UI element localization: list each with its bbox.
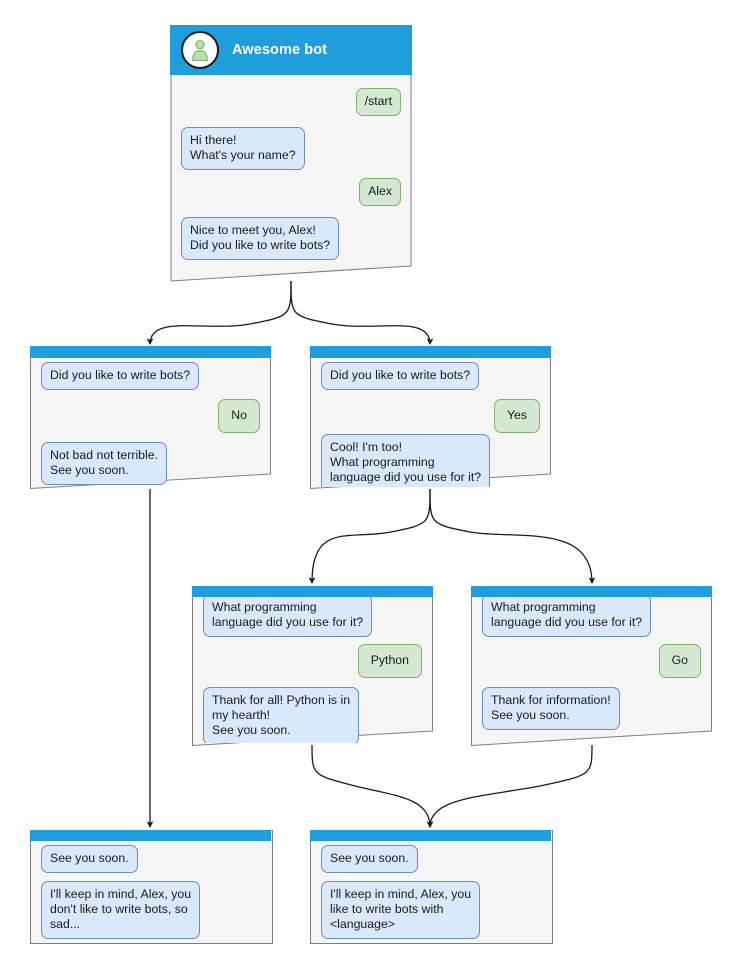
bot-name-label: Awesome bot <box>232 42 328 58</box>
message-bubble-user: No <box>218 399 260 433</box>
edge-go-to-end-happy <box>426 744 593 829</box>
user-avatar-icon <box>181 31 219 69</box>
message-bubble-bot: Cool! I'm too! What programming language… <box>321 434 491 487</box>
message-bubble-user: Yes <box>493 399 540 433</box>
card-root-messages: /start Hi there! What's your name? Alex … <box>170 75 412 282</box>
card-branch-python[interactable]: What programming language did you use fo… <box>192 586 433 746</box>
message-bubble-user: /start <box>355 88 401 116</box>
message-bubble-bot: Thank for all! Python is in my hearth! S… <box>203 687 360 743</box>
edge-root-to-yes <box>290 280 434 346</box>
card-branch-yes-messages: Did you like to write bots? Yes Cool! I'… <box>310 358 551 487</box>
edge-python-to-end-happy <box>311 744 434 829</box>
message-bubble-bot: See you soon. <box>41 845 138 873</box>
message-bubble-bot: Did you like to write bots? <box>41 362 200 390</box>
card-end-happy[interactable]: See you soon. I'll keep in mind, Alex, y… <box>310 830 553 944</box>
card-branch-no-messages: Did you like to write bots? No Not bad n… <box>30 358 271 487</box>
message-bubble-bot: I'll keep in mind, Alex, you don't like … <box>41 881 201 939</box>
card-end-sad[interactable]: See you soon. I'll keep in mind, Alex, y… <box>30 830 273 944</box>
message-bubble-user: Python <box>357 644 422 678</box>
edge-yes-to-python <box>308 488 431 585</box>
message-bubble-user: Go <box>658 644 701 678</box>
card-branch-go-messages: What programming language did you use fo… <box>471 597 712 743</box>
card-branch-yes-header <box>310 346 551 358</box>
card-branch-no[interactable]: Did you like to write bots? No Not bad n… <box>30 346 271 489</box>
card-branch-go[interactable]: What programming language did you use fo… <box>471 586 712 746</box>
card-branch-python-messages: What programming language did you use fo… <box>192 597 433 743</box>
message-bubble-bot: Hi there! What's your name? <box>181 127 305 170</box>
message-bubble-bot: Not bad not terrible. See you soon. <box>41 442 168 485</box>
card-end-happy-messages: See you soon. I'll keep in mind, Alex, y… <box>310 841 551 939</box>
card-branch-go-header <box>471 586 712 597</box>
card-root[interactable]: Awesome bot /start Hi there! What's your… <box>170 25 412 282</box>
card-branch-python-header <box>192 586 433 597</box>
card-root-header: Awesome bot <box>170 25 412 75</box>
card-branch-no-header <box>30 346 271 358</box>
message-bubble-user: Alex <box>359 178 401 206</box>
card-end-happy-header <box>310 830 551 841</box>
card-branch-yes[interactable]: Did you like to write bots? Yes Cool! I'… <box>310 346 551 489</box>
message-bubble-bot: Nice to meet you, Alex! Did you like to … <box>181 217 340 260</box>
message-bubble-bot: See you soon. <box>321 845 418 873</box>
message-bubble-bot: Thank for information! See you soon. <box>482 687 620 730</box>
card-end-sad-header <box>30 830 271 841</box>
message-bubble-bot: What programming language did you use fo… <box>482 597 652 637</box>
card-end-sad-messages: See you soon. I'll keep in mind, Alex, y… <box>30 841 271 939</box>
message-bubble-bot: What programming language did you use fo… <box>203 597 373 637</box>
edge-root-to-no <box>146 280 292 346</box>
message-bubble-bot: Did you like to write bots? <box>321 362 480 390</box>
message-bubble-bot: I'll keep in mind, Alex, you like to wri… <box>321 881 481 939</box>
edge-yes-to-go <box>429 488 596 585</box>
